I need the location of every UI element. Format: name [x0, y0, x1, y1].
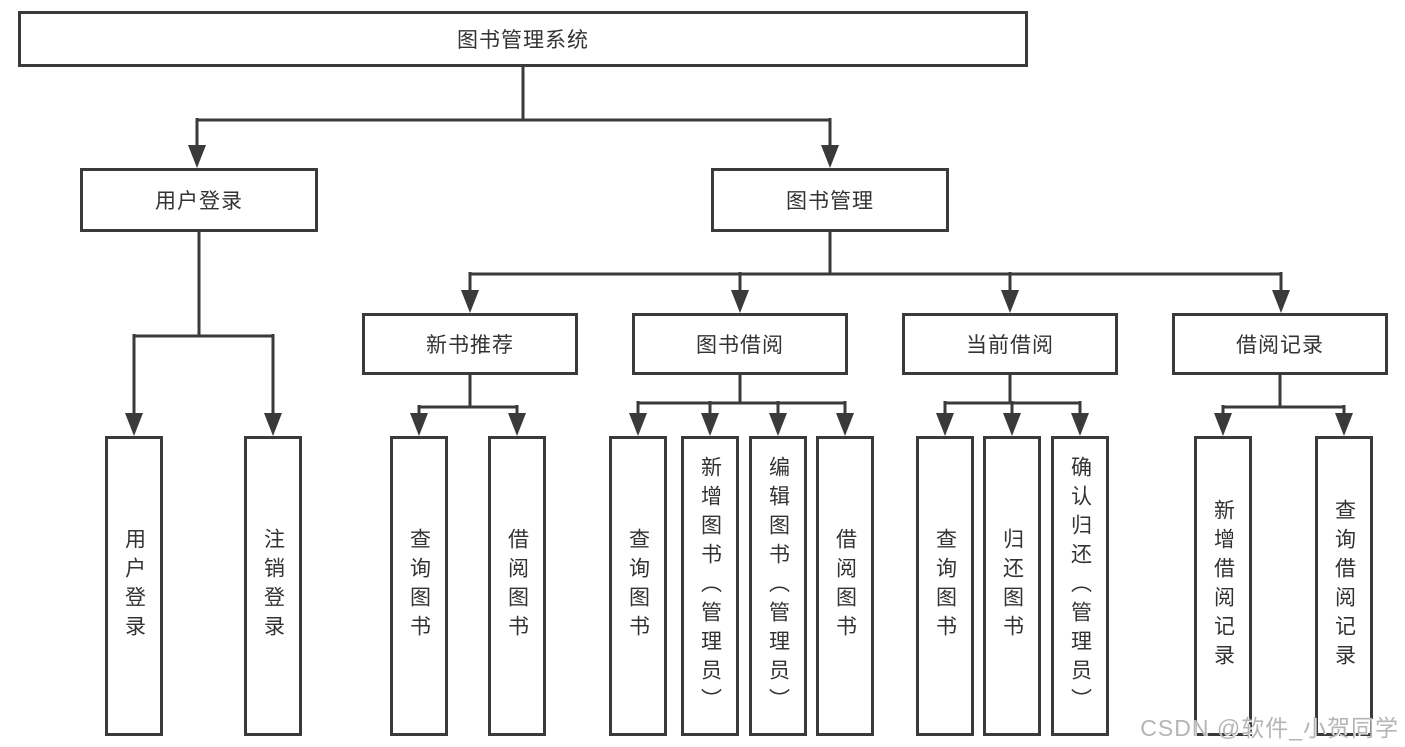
leaf-label: 编辑图书（管理员）: [766, 455, 790, 717]
arrowhead-bookborrow: [731, 290, 749, 313]
arrowhead-currentborrow: [1001, 290, 1019, 313]
arrowhead-cb-return: [1003, 413, 1021, 436]
connector-mgmt-to-level3: [468, 232, 1283, 293]
leaf-label: 借阅图书: [505, 528, 529, 644]
leaf-borrow-add-books-admin: 新增图书（管理员）: [681, 436, 739, 736]
arrowhead-book-mgmt: [821, 145, 839, 168]
arrowhead-bb-add: [701, 413, 719, 436]
arrowhead-cb-confirm: [1071, 413, 1089, 436]
leaf-label: 用户登录: [122, 528, 146, 644]
node-root-system: 图书管理系统: [18, 11, 1028, 67]
leaf-newbook-borrow-books: 借阅图书: [488, 436, 546, 736]
arrowhead-rec-add: [1214, 413, 1232, 436]
leaf-label: 确认归还（管理员）: [1068, 455, 1092, 717]
leaf-current-return-books: 归还图书: [983, 436, 1041, 736]
leaf-label: 查询借阅记录: [1332, 499, 1356, 673]
csdn-watermark: CSDN @软件_小贺同学: [1140, 715, 1399, 741]
leaf-borrow-query-books: 查询图书: [609, 436, 667, 736]
arrowhead-bb-edit: [769, 413, 787, 436]
node-new-book-recommend: 新书推荐: [362, 313, 578, 375]
leaf-label: 查询图书: [407, 528, 431, 644]
arrowhead-leaf-logout: [264, 413, 282, 436]
node-book-borrow: 图书借阅: [632, 313, 848, 375]
arrowhead-leaf-userlogin: [125, 413, 143, 436]
node-book-management: 图书管理: [711, 168, 949, 232]
connector-userlogin-to-leaves: [132, 232, 275, 416]
leaf-label: 归还图书: [1000, 528, 1024, 644]
node-user-login: 用户登录: [80, 168, 318, 232]
leaf-current-query-books: 查询图书: [916, 436, 974, 736]
arrowhead-bb-query: [629, 413, 647, 436]
arrowhead-rec-query: [1335, 413, 1353, 436]
node-borrow-records: 借阅记录: [1172, 313, 1388, 375]
node-current-borrow: 当前借阅: [902, 313, 1118, 375]
leaf-current-confirm-return-admin: 确认归还（管理员）: [1051, 436, 1109, 736]
leaf-label: 注销登录: [261, 528, 285, 644]
leaf-label: 查询图书: [626, 528, 650, 644]
leaf-records-add-record: 新增借阅记录: [1194, 436, 1252, 736]
leaf-borrow-borrow-books: 借阅图书: [816, 436, 874, 736]
leaf-label: 查询图书: [933, 528, 957, 644]
arrowhead-bb-borrow: [836, 413, 854, 436]
connector-root-to-level2: [195, 67, 832, 148]
arrowhead-cb-query: [936, 413, 954, 436]
connector-currentborrow-to-leaves: [943, 375, 1082, 416]
leaf-logout: 注销登录: [244, 436, 302, 736]
arrowhead-nb-query: [410, 413, 428, 436]
arrowhead-newbook: [461, 290, 479, 313]
arrowhead-nb-borrow: [508, 413, 526, 436]
arrowhead-records: [1272, 290, 1290, 313]
connector-bookborrow-to-leaves: [636, 375, 847, 416]
leaf-user-login: 用户登录: [105, 436, 163, 736]
leaf-label: 借阅图书: [833, 528, 857, 644]
leaf-borrow-edit-books-admin: 编辑图书（管理员）: [749, 436, 807, 736]
leaf-newbook-query-books: 查询图书: [390, 436, 448, 736]
arrowhead-user-login: [188, 145, 206, 168]
connector-records-to-leaves: [1221, 375, 1346, 416]
connector-newbook-to-leaves: [417, 375, 519, 416]
leaf-label: 新增图书（管理员）: [698, 455, 722, 717]
leaf-label: 新增借阅记录: [1211, 499, 1235, 673]
leaf-records-query-record: 查询借阅记录: [1315, 436, 1373, 736]
